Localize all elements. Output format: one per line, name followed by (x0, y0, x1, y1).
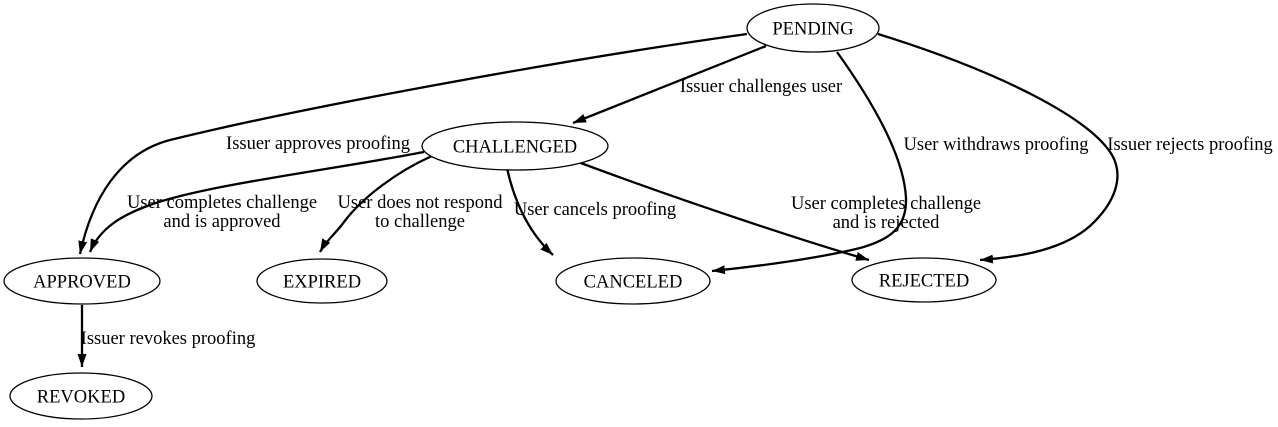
edge-label-pending-to-challenged: Issuer challenges user (680, 77, 842, 97)
edge-label-approved-to-revoked: Issuer revokes proofing (81, 329, 256, 349)
edge-label-pending-to-approved: Issuer approves proofing (226, 134, 410, 154)
edge-pending-to-canceled (711, 51, 908, 275)
state-node-expired: EXPIRED (256, 258, 388, 304)
state-label-rejected: REJECTED (879, 272, 969, 292)
state-node-challenged: CHALLENGED (421, 121, 609, 171)
state-ellipse-revoked (9, 372, 153, 420)
state-ellipse-expired (256, 258, 388, 304)
state-ellipse-challenged (421, 121, 609, 171)
edge-challenged-to-rejected (577, 160, 870, 262)
state-label-canceled: CANCELED (584, 273, 683, 293)
edge-pending-to-challenged (572, 44, 767, 125)
edge-challenged-to-approved (88, 150, 425, 253)
edge-label-pending-to-rejected: Issuer rejects proofing (1107, 135, 1272, 155)
edge-challenged-to-canceled (505, 167, 554, 256)
edge-label-challenged-to-canceled: User cancels proofing (514, 200, 676, 220)
state-ellipse-approved (3, 257, 161, 305)
edge-pending-to-approved (78, 32, 748, 255)
state-node-rejected: REJECTED (851, 257, 997, 303)
state-node-pending: PENDING (746, 3, 880, 53)
edge-label-pending-to-canceled: User withdraws proofing (904, 135, 1089, 155)
state-ellipse-rejected (851, 257, 997, 303)
state-node-approved: APPROVED (3, 257, 161, 305)
state-label-challenged: CHALLENGED (453, 138, 577, 158)
state-node-canceled: CANCELED (555, 257, 711, 305)
edge-pending-to-rejected (877, 32, 1119, 264)
state-ellipse-canceled (555, 257, 711, 305)
state-label-expired: EXPIRED (283, 273, 361, 293)
state-label-approved: APPROVED (33, 273, 131, 293)
state-node-revoked: REVOKED (9, 372, 153, 420)
edge-challenged-to-expired (318, 154, 433, 253)
state-label-pending: PENDING (772, 20, 853, 40)
state-label-revoked: REVOKED (37, 388, 125, 408)
state-ellipse-pending (746, 3, 880, 53)
